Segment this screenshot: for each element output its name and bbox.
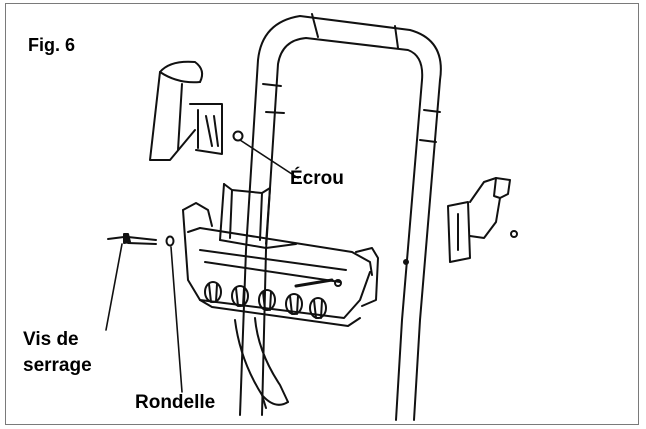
cup-holder bbox=[149, 60, 223, 161]
leader-rondelle bbox=[170, 246, 183, 393]
figure-frame bbox=[5, 3, 639, 425]
leader-lines bbox=[105, 139, 299, 393]
figure-title: Fig. 6 bbox=[28, 35, 76, 55]
leader-vis-de-serrage bbox=[105, 243, 123, 331]
label-rondelle: Rondelle bbox=[135, 392, 216, 413]
washer bbox=[165, 235, 175, 247]
label-vis-de-serrage-line1: Vis de bbox=[23, 329, 79, 350]
nut bbox=[232, 130, 244, 142]
leader-ecrou bbox=[239, 139, 299, 179]
bit-slots bbox=[204, 281, 327, 319]
clamp-screw bbox=[107, 233, 157, 245]
lower-tube bbox=[234, 317, 289, 409]
label-vis-de-serrage-line2: serrage bbox=[23, 355, 92, 376]
handle-frame bbox=[239, 13, 442, 421]
hook-bracket bbox=[447, 177, 518, 263]
label-ecrou: Écrou bbox=[290, 168, 344, 189]
accessory-tray bbox=[182, 183, 379, 327]
